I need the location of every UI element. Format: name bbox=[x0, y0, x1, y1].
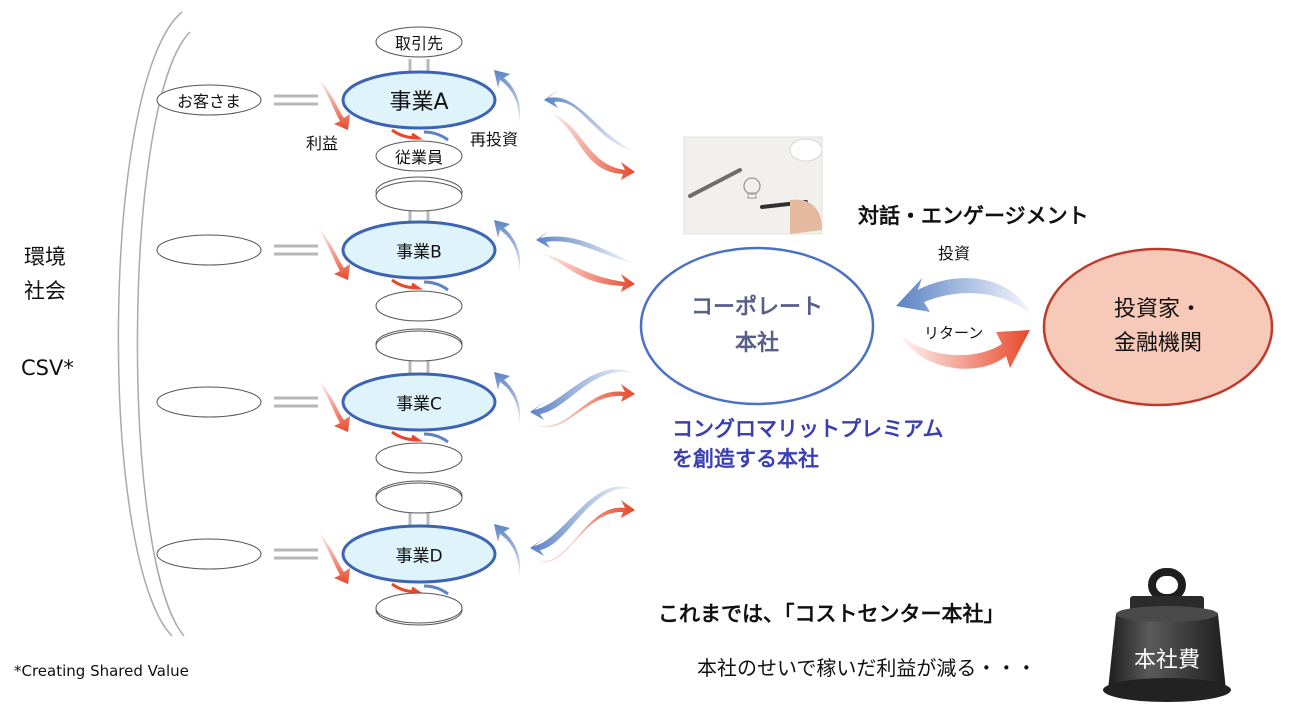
hq-invest-arrow bbox=[544, 90, 635, 152]
investor-label: 投資家・ 金融機関 bbox=[1114, 293, 1202, 361]
society-bracket-inner bbox=[136, 31, 191, 637]
stakeholder-oval bbox=[375, 180, 463, 212]
hq-invest-arrow bbox=[536, 230, 635, 264]
customer-link bbox=[274, 396, 318, 408]
reinvest-arrow bbox=[494, 372, 521, 428]
customer-link bbox=[274, 94, 318, 106]
profit-arrow bbox=[318, 228, 350, 280]
footnote: *Creating Shared Value bbox=[14, 662, 189, 680]
customer-oval bbox=[156, 386, 262, 418]
profit-arrow bbox=[318, 532, 350, 584]
employee-reinvest-arrow bbox=[423, 280, 449, 292]
cost-center-sub: 本社のせいで稼いだ利益が減る・・・ bbox=[697, 656, 1037, 680]
hq-circle bbox=[639, 246, 875, 406]
hq-return-arrow bbox=[534, 384, 635, 428]
weight-label: 本社費 bbox=[1133, 648, 1201, 673]
supplier-link bbox=[408, 361, 430, 374]
hq-return-arrow bbox=[534, 500, 635, 563]
profit-label: 利益 bbox=[306, 134, 339, 153]
investor-line2: 金融機関 bbox=[1113, 331, 1203, 356]
business-circle bbox=[341, 524, 497, 584]
return-label: リターン bbox=[924, 324, 984, 342]
business-circle bbox=[341, 220, 497, 280]
return-arrow bbox=[900, 330, 1030, 369]
hq-line2: 本社 bbox=[734, 331, 780, 356]
business-circle bbox=[341, 70, 497, 130]
hq-invest-arrow bbox=[530, 369, 635, 420]
business-label: 事業C bbox=[396, 394, 442, 415]
business-circle bbox=[341, 372, 497, 432]
hq-caption-line1: コングロマリットプレミアム bbox=[672, 417, 944, 441]
environment-society-label: 環境 社会 bbox=[24, 240, 66, 308]
hq-caption: コングロマリットプレミアム を創造する本社 bbox=[672, 414, 944, 474]
business-label: 事業A bbox=[389, 90, 449, 115]
employee-label: 従業員 bbox=[394, 148, 444, 167]
supplier-label: 取引先 bbox=[394, 34, 444, 53]
invest-arrow bbox=[896, 278, 1032, 316]
hq-return-arrow bbox=[540, 252, 635, 292]
customer-oval bbox=[156, 538, 262, 570]
employee-profit-arrow bbox=[391, 278, 423, 290]
customer-oval bbox=[156, 234, 262, 266]
stakeholder-oval bbox=[375, 330, 463, 362]
employee-profit-arrow bbox=[391, 128, 423, 140]
hq-caption-line2: を創造する本社 bbox=[672, 447, 819, 471]
hq-label: コーポレート 本社 bbox=[691, 290, 823, 362]
business-group bbox=[156, 26, 635, 180]
society-line: 社会 bbox=[24, 279, 66, 303]
reinvest-arrow bbox=[494, 524, 521, 580]
hq-return-arrow bbox=[548, 112, 635, 180]
engagement-title: 対話・エンゲージメント bbox=[858, 204, 1089, 228]
supplier-link bbox=[408, 59, 430, 72]
society-bracket-outer bbox=[117, 11, 183, 637]
csv-label: CSV* bbox=[21, 356, 74, 380]
stakeholder-oval bbox=[375, 592, 463, 624]
customer-link bbox=[274, 244, 318, 256]
business-label: 事業B bbox=[396, 242, 442, 263]
env-line: 環境 bbox=[24, 245, 66, 269]
customer-label: お客さま bbox=[176, 92, 242, 111]
invest-label: 投資 bbox=[938, 244, 971, 263]
hq-invest-arrow bbox=[530, 486, 635, 556]
customer-oval bbox=[156, 84, 262, 116]
business-label: 事業D bbox=[395, 546, 443, 567]
supplier-oval bbox=[375, 26, 463, 58]
employee-profit-arrow bbox=[391, 582, 423, 594]
employee-reinvest-arrow bbox=[423, 432, 449, 444]
stakeholder-oval bbox=[375, 482, 463, 514]
profit-arrow bbox=[318, 78, 350, 130]
investor-line1: 投資家・ bbox=[1113, 297, 1203, 322]
idea-photo bbox=[683, 136, 823, 235]
reinvest-label: 再投資 bbox=[470, 130, 519, 149]
investor-circle bbox=[1042, 247, 1274, 407]
employee-oval bbox=[375, 442, 463, 474]
employee-oval bbox=[375, 140, 463, 172]
hq-cost-weight bbox=[1103, 568, 1231, 702]
reinvest-arrow bbox=[494, 70, 521, 126]
employee-profit-arrow bbox=[391, 430, 423, 442]
hq-line1: コーポレート bbox=[690, 295, 824, 320]
cost-center-statement: これまでは、「コストセンター本社」 bbox=[658, 602, 1005, 626]
supplier-link bbox=[408, 513, 430, 526]
employee-reinvest-arrow bbox=[423, 584, 449, 596]
employee-reinvest-arrow bbox=[423, 130, 449, 142]
profit-arrow bbox=[318, 380, 350, 432]
customer-link bbox=[274, 548, 318, 560]
reinvest-arrow bbox=[494, 220, 521, 276]
employee-oval bbox=[375, 290, 463, 322]
